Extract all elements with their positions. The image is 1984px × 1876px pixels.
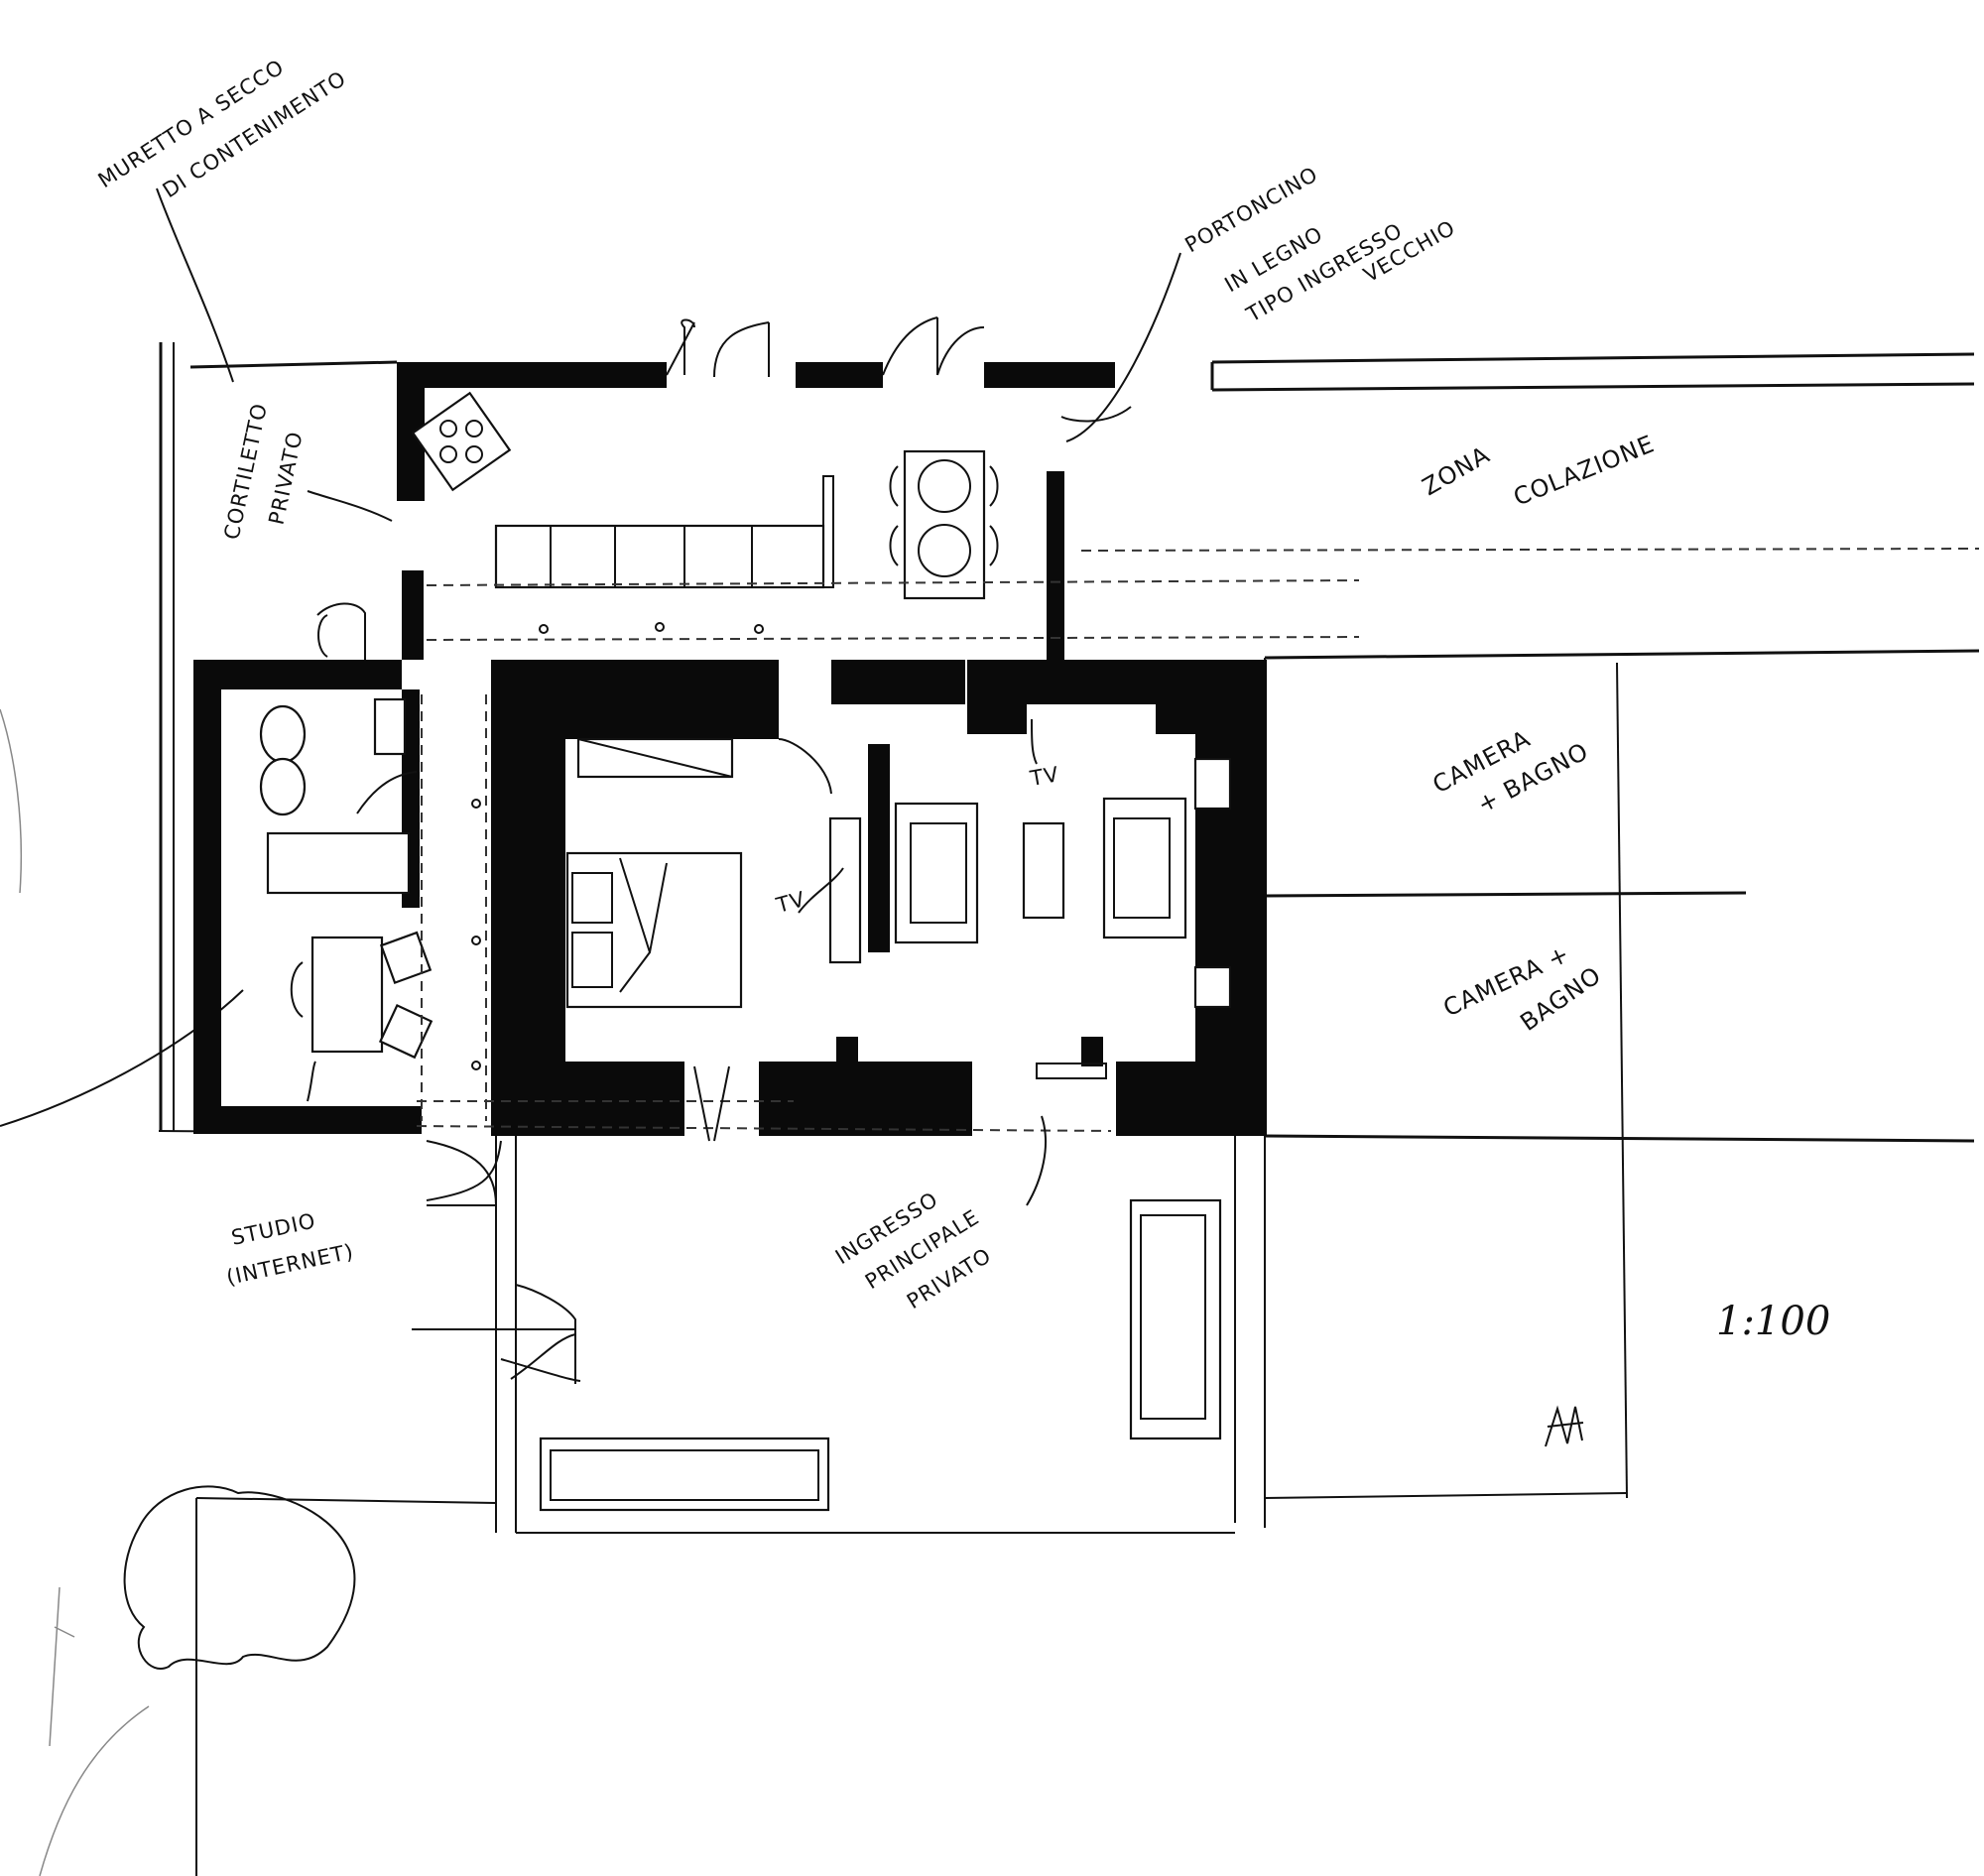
windows bbox=[666, 316, 1107, 1079]
furniture bbox=[259, 391, 1360, 1132]
lower-courtyard bbox=[195, 1136, 1236, 1876]
label-tv-living: TV bbox=[1028, 762, 1061, 791]
label-garden-2: PRIVATO bbox=[264, 430, 307, 527]
signature bbox=[1545, 1405, 1584, 1447]
scale-label: 1:100 bbox=[1716, 1299, 1830, 1344]
label-breakfast-2: COLAZIONE bbox=[1510, 430, 1659, 511]
tree-sketch bbox=[39, 1485, 356, 1876]
label-study-1: STUDIO bbox=[229, 1208, 318, 1249]
label-breakfast-1: ZONA bbox=[1418, 440, 1495, 501]
leader-lines bbox=[156, 188, 1181, 1206]
label-tv-bedroom: TV bbox=[773, 887, 807, 918]
walls bbox=[193, 362, 1267, 1136]
